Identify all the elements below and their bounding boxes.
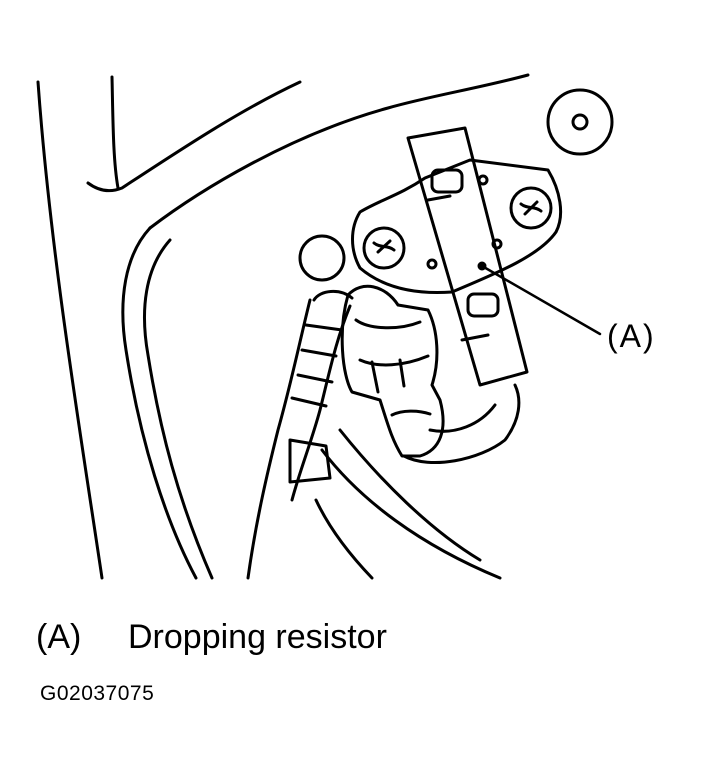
dropping-resistor-plate	[406, 126, 529, 387]
mounting-bracket	[351, 158, 563, 295]
callout-label-a: (A)	[607, 318, 656, 354]
dropping-resistor-illustration	[36, 73, 614, 580]
wiring-harness	[246, 290, 502, 580]
body-hole-grommet	[546, 88, 614, 156]
legend-key: (A)	[36, 618, 82, 656]
legend-description: Dropping resistor	[128, 618, 387, 656]
legend: (A) Dropping resistor	[36, 620, 387, 654]
round-plug	[298, 234, 346, 282]
bracket-bolt-right	[509, 186, 553, 230]
harness-connector	[340, 284, 521, 464]
figure-id: G02037075	[40, 682, 155, 705]
callout-leader	[477, 261, 602, 336]
bracket-bolt-left	[362, 226, 406, 270]
body-panel	[36, 73, 530, 580]
